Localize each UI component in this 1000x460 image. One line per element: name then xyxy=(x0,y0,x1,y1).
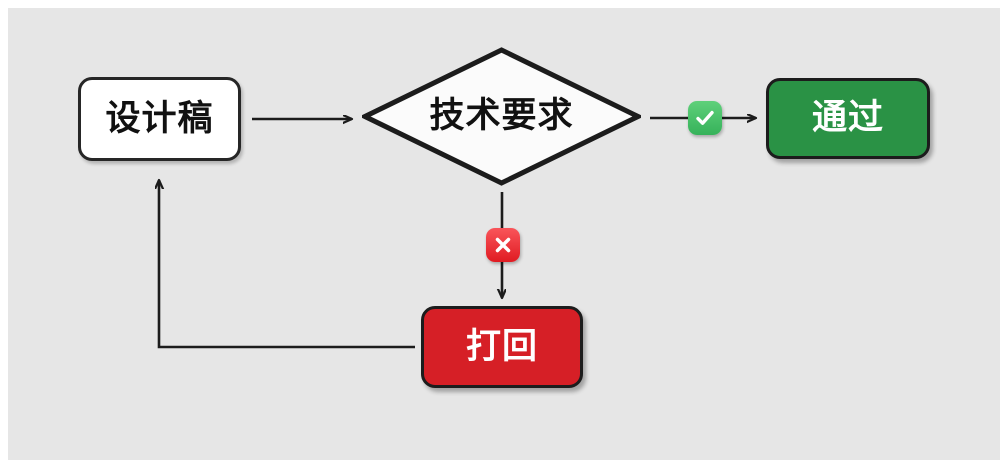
node-design-draft-label: 设计稿 xyxy=(105,98,214,139)
diamond-shape xyxy=(362,47,641,186)
node-design-draft[interactable]: 设计稿 xyxy=(78,77,241,161)
node-pass-label: 通过 xyxy=(811,98,884,138)
edge-reject-to-design xyxy=(159,180,415,349)
cross-mark-icon xyxy=(486,228,520,262)
node-pass[interactable]: 通过 xyxy=(766,78,930,159)
diagram-canvas: 设计稿 技术要求 通过 打回 xyxy=(8,8,1000,460)
node-technical-requirements[interactable]: 技术要求 xyxy=(362,47,641,186)
node-reject[interactable]: 打回 xyxy=(421,306,583,388)
node-technical-requirements-label: 技术要求 xyxy=(429,96,574,136)
check-mark-button-icon xyxy=(688,101,722,135)
node-reject-label: 打回 xyxy=(465,326,538,367)
diagram-layer: 设计稿 技术要求 通过 打回 xyxy=(8,8,1000,460)
